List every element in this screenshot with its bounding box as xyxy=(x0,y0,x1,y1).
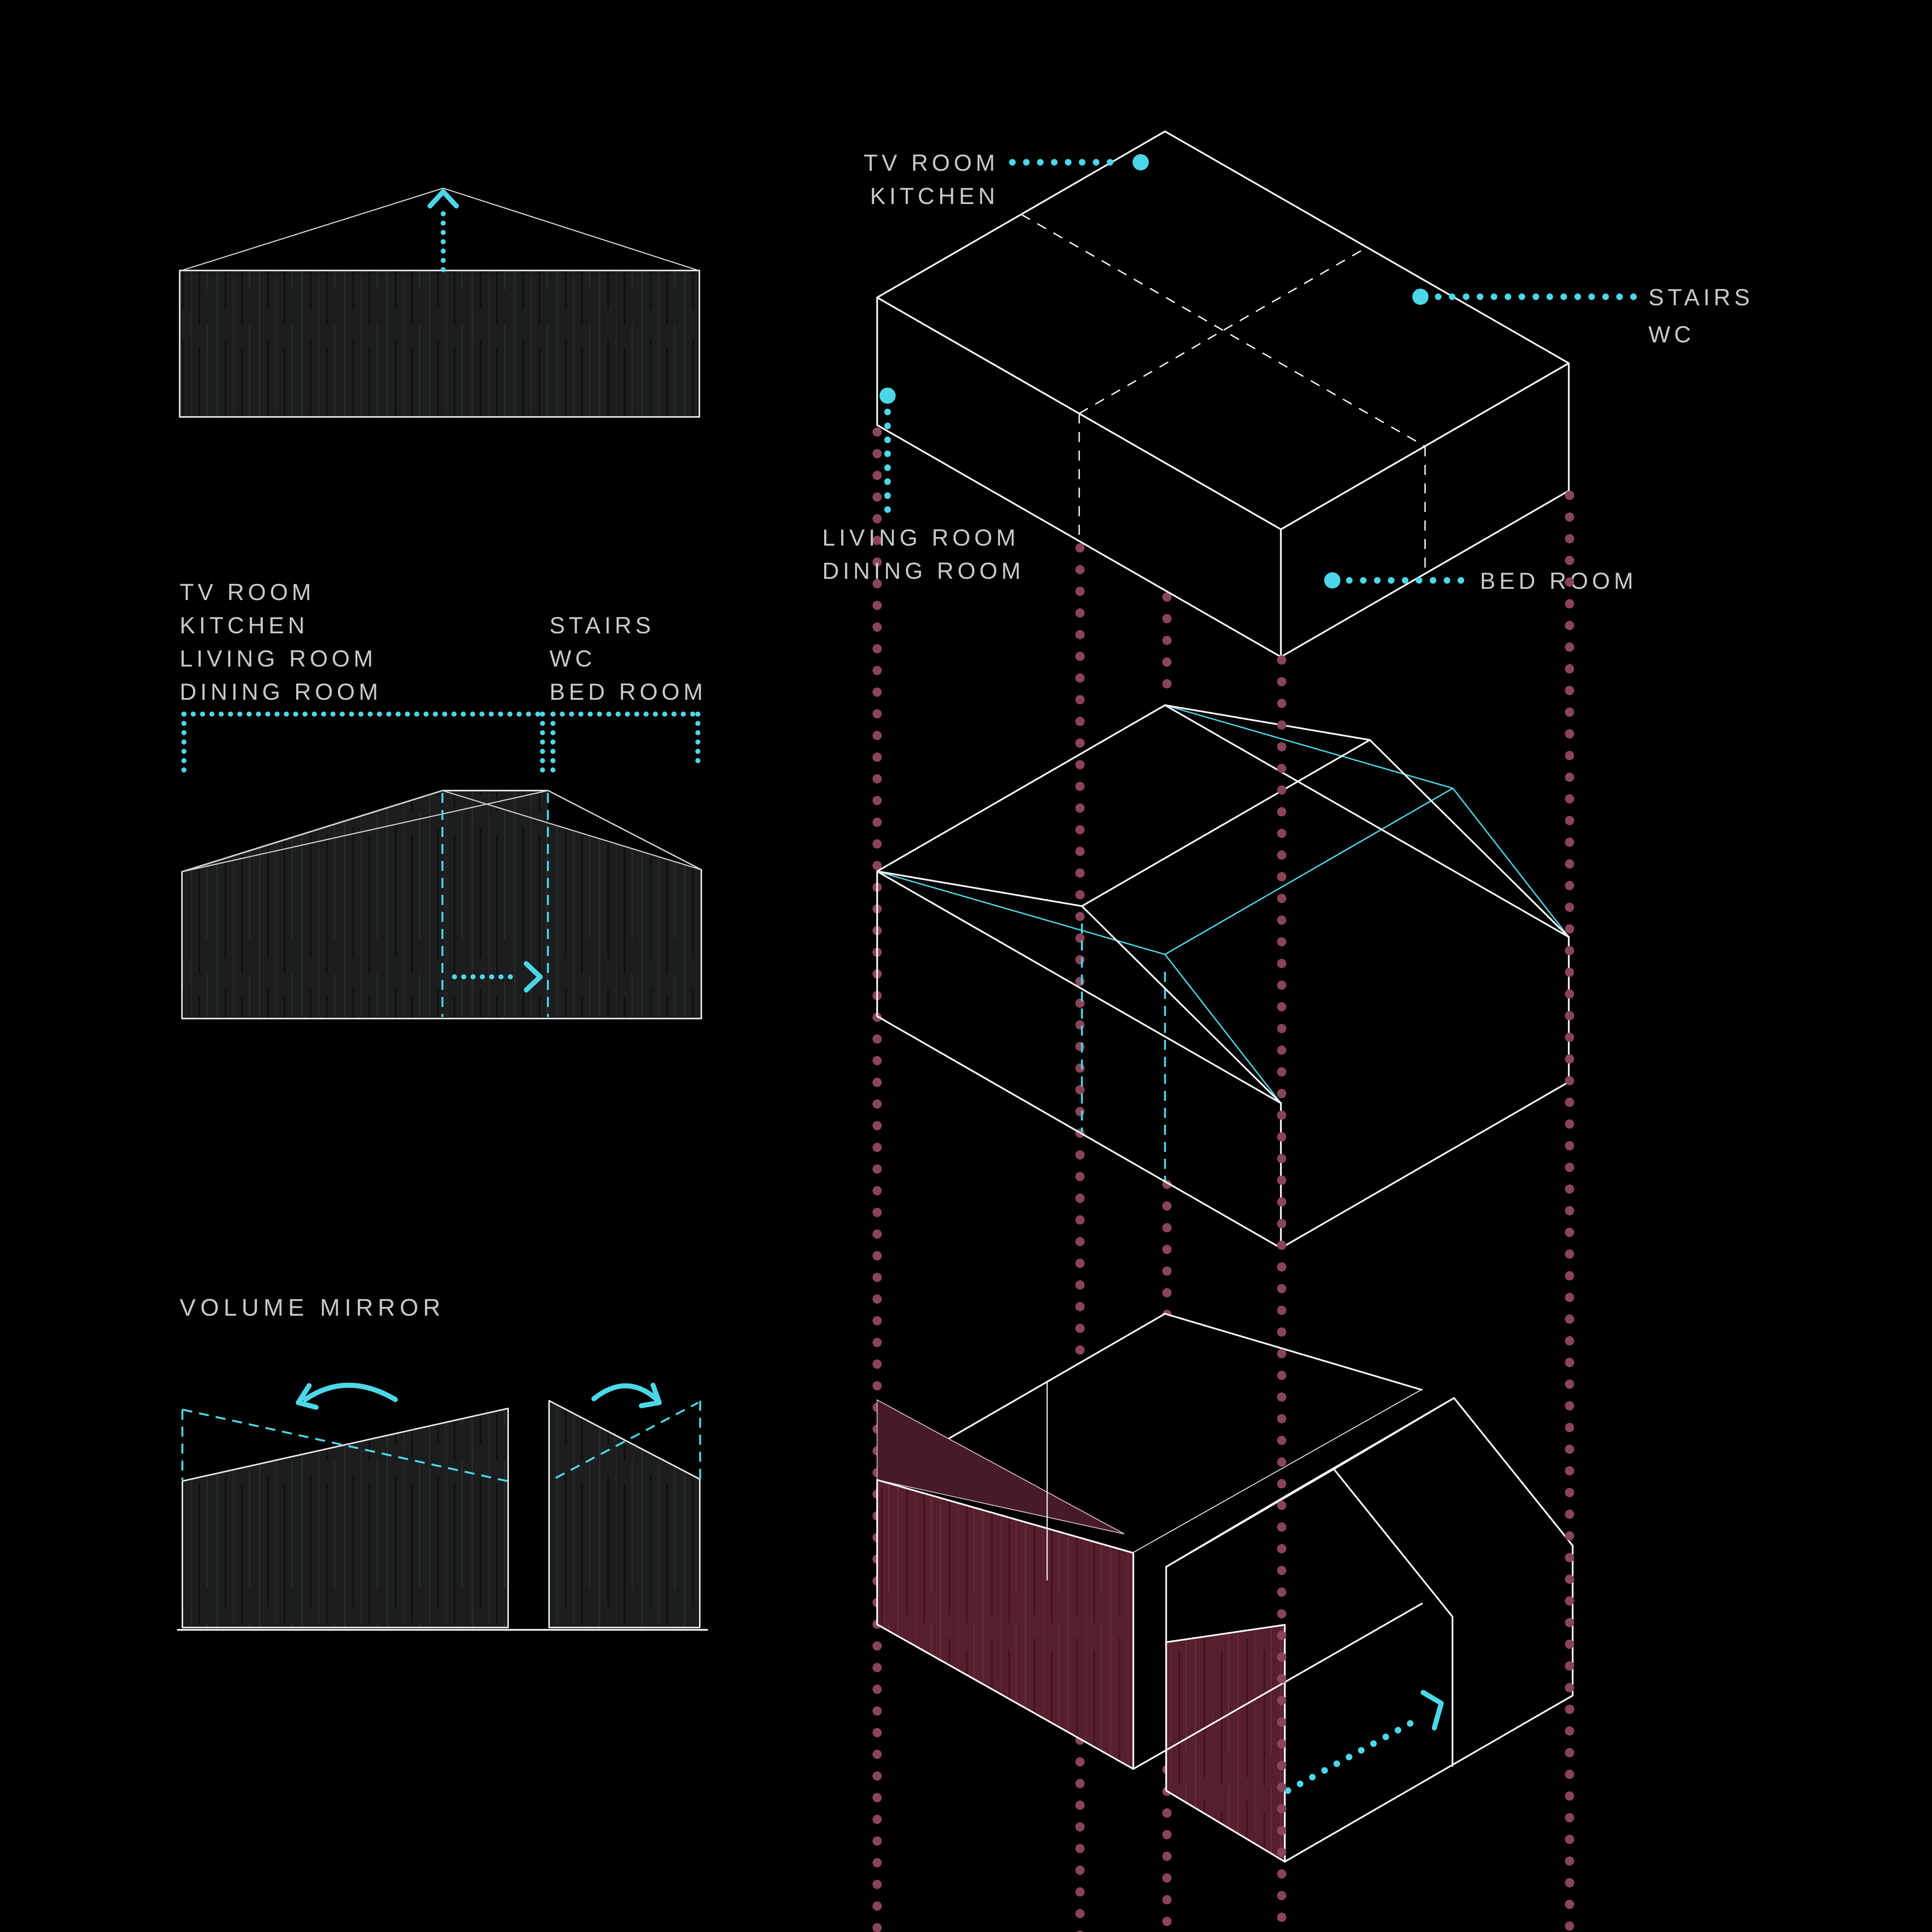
volume-mirror-title: VOLUME MIRROR xyxy=(180,1294,445,1321)
living-room-dot xyxy=(879,388,896,404)
diagram-roof-shift: TV ROOM KITCHEN LIVING ROOM DINING ROOM … xyxy=(180,579,707,1019)
roof-shift-arrow-head xyxy=(524,961,543,993)
stage3-left-bottom-edge xyxy=(1132,1602,1423,1770)
stage1-slab-volume xyxy=(876,130,1570,658)
mirror-right-arrow-head xyxy=(639,1383,662,1408)
stage2-cyan-ridge xyxy=(1165,787,1453,955)
label-tv-room: TV ROOM xyxy=(864,150,999,176)
extrude-roof-outline xyxy=(181,187,699,271)
mirror-right-dashed-slope xyxy=(555,1401,699,1479)
extrude-facade-panel xyxy=(179,270,700,418)
mirror-right-panel xyxy=(548,1400,701,1628)
label-kitchen: KITCHEN xyxy=(870,183,999,209)
elevation-label-tv-room: TV ROOM xyxy=(180,579,315,605)
stairs-dot xyxy=(1412,289,1429,305)
mirror-left-panel xyxy=(182,1408,509,1628)
label-dining-room: DINING ROOM xyxy=(822,558,1024,584)
elevation-label-bed-room: BED ROOM xyxy=(549,679,707,705)
elevation-label-wc: WC xyxy=(549,646,596,672)
mirror-left-arc xyxy=(303,1383,398,1402)
diagram-volume-mirror: VOLUME MIRROR xyxy=(177,1294,708,1631)
roof-shift-old-roofline xyxy=(182,790,702,872)
elevation-label-dining-room: DINING ROOM xyxy=(180,679,382,705)
label-bed-room: BED ROOM xyxy=(1480,568,1637,594)
projection-lines-over xyxy=(1277,491,1574,1932)
mirror-left-dashed-slope xyxy=(182,1408,508,1482)
stage2-front-walls xyxy=(876,870,1282,1249)
stage3-mirror-volumes xyxy=(876,1313,1574,1863)
stage2-roof-back-edges xyxy=(876,704,1570,938)
stage1-hidden-partition-2 xyxy=(1021,214,1425,447)
stage2-cyan-slope-right xyxy=(1164,954,1282,1104)
extrude-arrow-head xyxy=(427,189,459,209)
label-stairs: STAIRS xyxy=(1648,284,1753,310)
mirror-right-arc xyxy=(591,1383,660,1402)
stage3-right-roof-back-edge xyxy=(1453,1397,1574,1547)
label-wc: WC xyxy=(1648,321,1695,347)
stage3-right-cut-face xyxy=(1165,1624,1286,1863)
elevation-label-stairs: STAIRS xyxy=(549,612,655,638)
stage3-arrow-head xyxy=(1420,1690,1444,1731)
stage3-left-cut-wedge xyxy=(876,1399,1125,1535)
diagram-extrude xyxy=(179,187,700,418)
stage1-labels: TV ROOM KITCHEN STAIRS WC LIVING ROOM DI… xyxy=(822,150,1753,594)
stage3-right-bottom-edge xyxy=(1284,1694,1574,1863)
elevation-label-living-room: LIVING ROOM xyxy=(180,646,377,672)
bed-room-dot xyxy=(1324,572,1340,588)
stage2-right-wall xyxy=(1280,936,1570,1249)
stage3-right-roof-front-edge xyxy=(1333,1468,1454,1618)
stage3-arrow-dots xyxy=(1284,1715,1422,1794)
stage2-cyan-back-right xyxy=(1452,787,1570,938)
roof-shift-new-roofline xyxy=(182,790,702,872)
mirror-left-arrow-head xyxy=(296,1383,319,1410)
tv-room-dot xyxy=(1133,154,1149,170)
label-living-room: LIVING ROOM xyxy=(822,525,1019,551)
stage2-gable-volume xyxy=(876,704,1570,1249)
elevation-label-kitchen: KITCHEN xyxy=(180,612,308,638)
